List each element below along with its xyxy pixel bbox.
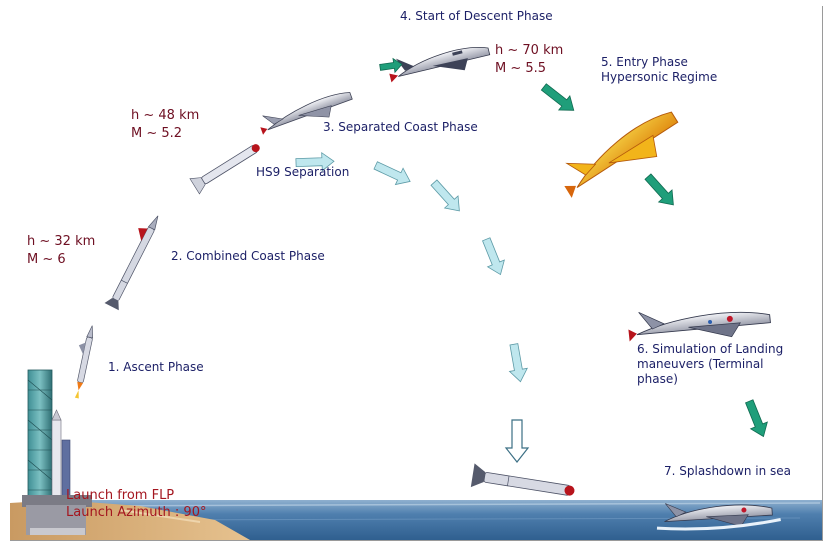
- entry-vehicle: [564, 111, 679, 198]
- splashdown-vehicle: [656, 503, 781, 531]
- arrow-landing-to-splashdown: [745, 399, 768, 438]
- landing-vehicle: [628, 311, 771, 342]
- hs9-separation-label: HS9 Separation: [256, 165, 350, 179]
- ascent-mach: M ~ 6: [27, 252, 66, 267]
- start-of-descent-phase-label: 4. Start of Descent Phase: [400, 9, 553, 23]
- arrow-entry-to-landing: [644, 173, 674, 206]
- combined-coast-phase-label: 2. Combined Coast Phase: [171, 249, 325, 263]
- arrow-booster-fall-1: [373, 161, 411, 186]
- ascent-vehicle: [74, 325, 94, 399]
- arrow-booster-fall-5: [504, 419, 530, 463]
- separated-coast-vehicle: [260, 92, 353, 135]
- arrow-booster-fall-4: [508, 343, 528, 383]
- ascent-phase-label: 1. Ascent Phase: [108, 360, 204, 374]
- descent-mach: M ~ 5.5: [495, 61, 547, 76]
- arrow-booster-fall-3: [482, 237, 505, 276]
- splashdown-label: 7. Splashdown in sea: [664, 464, 791, 478]
- descent-altitude: h ~ 70 km: [495, 43, 564, 58]
- landing-simulation-label: 6. Simulation of Landing maneuvers (Term…: [637, 342, 784, 386]
- spent-booster: [189, 144, 260, 195]
- combined-coast-vehicle: [104, 215, 159, 311]
- descent-vehicle: [389, 47, 491, 83]
- entry-phase-label: 5. Entry Phase: [601, 55, 688, 69]
- hypersonic-regime-label: Hypersonic Regime: [601, 70, 718, 84]
- ascent-altitude: h ~ 32 km: [27, 234, 96, 249]
- launch-pad: [22, 369, 92, 535]
- arrow-booster-fall-2: [430, 179, 460, 212]
- coast-mach: M ~ 5.2: [131, 126, 183, 141]
- falling-booster: [470, 463, 575, 496]
- arrow-to-descent: [379, 57, 403, 74]
- arrow-separation-1: [295, 151, 335, 172]
- trajectory-arrows: [295, 57, 768, 463]
- launch-azimuth-label: Launch Azimuth : 90°: [66, 505, 207, 520]
- arrow-descent-to-entry: [540, 83, 575, 111]
- coast-altitude: h ~ 48 km: [131, 108, 200, 123]
- launch-site-label: Launch from FLP: [66, 488, 175, 503]
- separated-coast-phase-label: 3. Separated Coast Phase: [323, 120, 478, 134]
